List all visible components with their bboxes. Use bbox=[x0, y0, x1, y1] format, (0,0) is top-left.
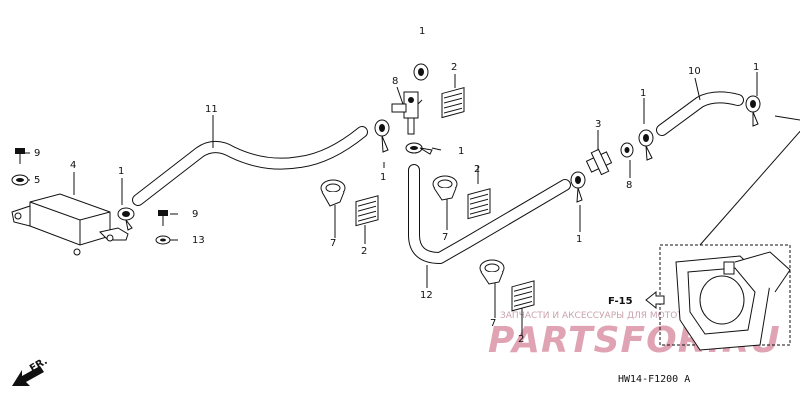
callout-1-right-b: 1 bbox=[753, 62, 759, 73]
clamp-1-top bbox=[413, 63, 429, 81]
callout-2-bottom: 2 bbox=[518, 334, 524, 345]
callout-12: 12 bbox=[420, 290, 433, 301]
throttle-body-inset bbox=[659, 244, 791, 351]
callout-9-left: 9 bbox=[34, 148, 40, 159]
seal-pad-2-bottom bbox=[511, 280, 535, 312]
reference-label: F-15 bbox=[608, 296, 633, 307]
t-joint-8-top bbox=[391, 91, 419, 135]
hose-clip-7-mid bbox=[432, 175, 458, 201]
nut-13 bbox=[155, 235, 171, 245]
callout-8-top: 8 bbox=[392, 76, 398, 87]
callout-labels: 1 2 8 11 9 5 4 1 9 13 7 2 1 1 2 7 12 3 1… bbox=[34, 26, 759, 345]
callout-4: 4 bbox=[70, 160, 76, 171]
seal-pad-2-mid bbox=[467, 188, 491, 220]
bolt-9-left bbox=[15, 148, 25, 164]
watermark-text: ЗАПЧАСТИ И АКСЕССУАРЫ ДЛЯ МОТОТЕХНИКИ bbox=[500, 311, 721, 321]
callout-8-right: 8 bbox=[626, 180, 632, 191]
callout-2-mid: 2 bbox=[474, 164, 480, 175]
callout-5: 5 bbox=[34, 175, 40, 186]
callout-11: 11 bbox=[205, 104, 218, 115]
clamp-1-left bbox=[117, 207, 135, 231]
callout-3: 3 bbox=[595, 119, 601, 130]
callout-7-mid: 7 bbox=[442, 232, 448, 243]
callout-13: 13 bbox=[192, 235, 205, 246]
grommet-5 bbox=[11, 174, 29, 186]
callout-7-left: 7 bbox=[330, 238, 336, 249]
clamp-1-joint-left bbox=[374, 119, 390, 153]
reference-arrow bbox=[645, 290, 665, 310]
clamp-1-joint-bottom bbox=[405, 142, 433, 155]
callout-1-right-low: 1 bbox=[576, 234, 582, 245]
seal-pad-2-top bbox=[441, 87, 465, 119]
diagram-code: HW14-F1200 A bbox=[618, 374, 690, 385]
hose-10 bbox=[656, 91, 744, 136]
callout-1-mid: 1 bbox=[380, 172, 386, 183]
callout-7-bottom: 7 bbox=[490, 318, 496, 329]
callout-1-joint: 1 bbox=[458, 146, 464, 157]
seal-pad-2-left bbox=[355, 195, 379, 227]
connector-3 bbox=[585, 148, 613, 176]
clamp-1-right-b bbox=[745, 95, 761, 127]
hose-clip-7-left bbox=[320, 179, 346, 207]
callout-10: 10 bbox=[688, 66, 701, 77]
bolt-9-mid bbox=[158, 210, 168, 226]
callout-1-top: 1 bbox=[419, 26, 425, 37]
canister-4 bbox=[11, 193, 129, 256]
clamp-1-right-a bbox=[638, 129, 654, 161]
callout-2-top: 2 bbox=[451, 62, 457, 73]
callout-1-left: 1 bbox=[118, 166, 124, 177]
callout-2-left: 2 bbox=[361, 246, 367, 257]
hose-11 bbox=[132, 126, 368, 206]
hose-12 bbox=[408, 164, 571, 264]
front-arrow-icon bbox=[12, 366, 44, 386]
connector-8-right bbox=[620, 142, 634, 158]
callout-9-mid: 9 bbox=[192, 209, 198, 220]
callout-1-right-a: 1 bbox=[640, 88, 646, 99]
hose-clip-7-bottom bbox=[479, 259, 505, 285]
clamp-1-right-low bbox=[570, 171, 586, 203]
